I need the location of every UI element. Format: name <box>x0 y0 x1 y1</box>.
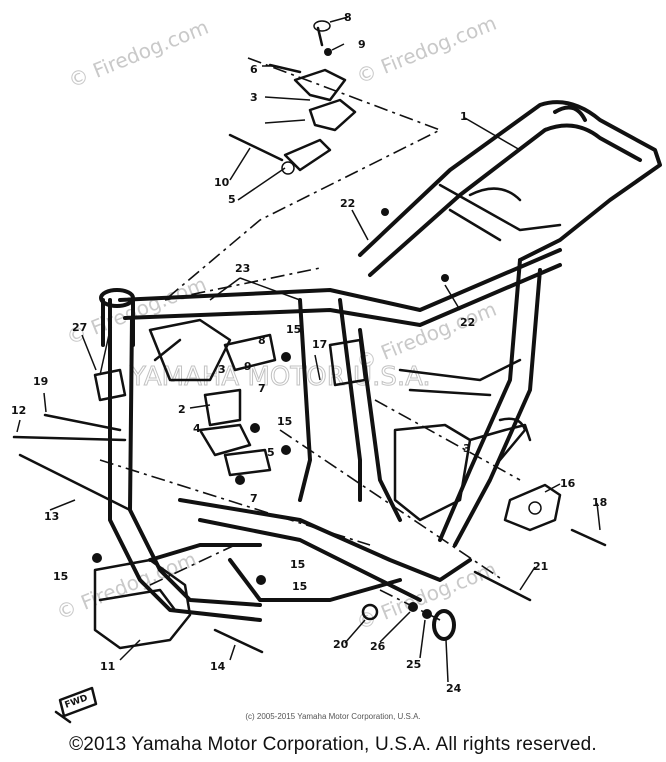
callout-4: 4 <box>193 422 201 435</box>
watermark-firedog-2: © Firedog.com <box>353 11 500 89</box>
callout-9: 9 <box>358 38 366 51</box>
watermark-firedog-1: © Firedog.com <box>65 15 212 93</box>
callout-9: 9 <box>244 360 252 373</box>
guide-lines <box>99 57 521 621</box>
callout-20: 20 <box>333 638 349 651</box>
callout-8: 8 <box>258 334 266 347</box>
callout-7: 7 <box>258 382 266 395</box>
callout-17: 17 <box>312 338 327 351</box>
callout-3: 3 <box>463 442 471 455</box>
callout-15: 15 <box>292 580 307 593</box>
watermark-yamaha: YAMAHA MOTOR U.S.A. <box>129 362 431 392</box>
callout-3: 3 <box>250 91 258 104</box>
callout-26: 26 <box>370 640 386 653</box>
callout-22: 22 <box>340 197 355 210</box>
callout-27: 27 <box>72 321 87 334</box>
source-caption: (c) 2005-2015 Yamaha Motor Corporation, … <box>245 712 421 721</box>
callout-1: 1 <box>460 110 468 123</box>
callout-23: 23 <box>235 262 250 275</box>
frame-body <box>12 20 662 654</box>
callout-15: 15 <box>290 558 305 571</box>
callout-25: 25 <box>406 658 421 671</box>
callout-13: 13 <box>44 510 59 523</box>
callout-18: 18 <box>592 496 607 509</box>
callout-10: 10 <box>214 176 230 189</box>
watermark-firedog-6: © Firedog.com <box>353 557 500 635</box>
callout-2: 2 <box>178 403 186 416</box>
callout-15: 15 <box>286 323 301 336</box>
callout-labels: 1 2 3 3 3 4 5 5 6 7 7 8 8 9 9 10 11 12 1… <box>11 11 607 695</box>
callout-19: 19 <box>33 375 48 388</box>
callout-11: 11 <box>100 660 115 673</box>
callout-6: 6 <box>250 63 258 76</box>
callout-24: 24 <box>446 682 462 695</box>
callout-16: 16 <box>560 477 576 490</box>
callout-5: 5 <box>228 193 236 206</box>
callout-8: 8 <box>344 11 352 24</box>
callout-3: 3 <box>218 363 226 376</box>
callout-14: 14 <box>210 660 226 673</box>
watermark-firedog-3: © Firedog.com <box>63 272 210 350</box>
callout-12: 12 <box>11 404 26 417</box>
callout-7: 7 <box>250 492 258 505</box>
callout-15: 15 <box>277 415 292 428</box>
callout-5: 5 <box>267 446 275 459</box>
callout-21: 21 <box>533 560 548 573</box>
copyright-caption: ©2013 Yamaha Motor Corporation, U.S.A. A… <box>69 734 597 755</box>
leader-lines <box>16 16 601 683</box>
callout-15: 15 <box>53 570 68 583</box>
callout-22: 22 <box>460 316 475 329</box>
